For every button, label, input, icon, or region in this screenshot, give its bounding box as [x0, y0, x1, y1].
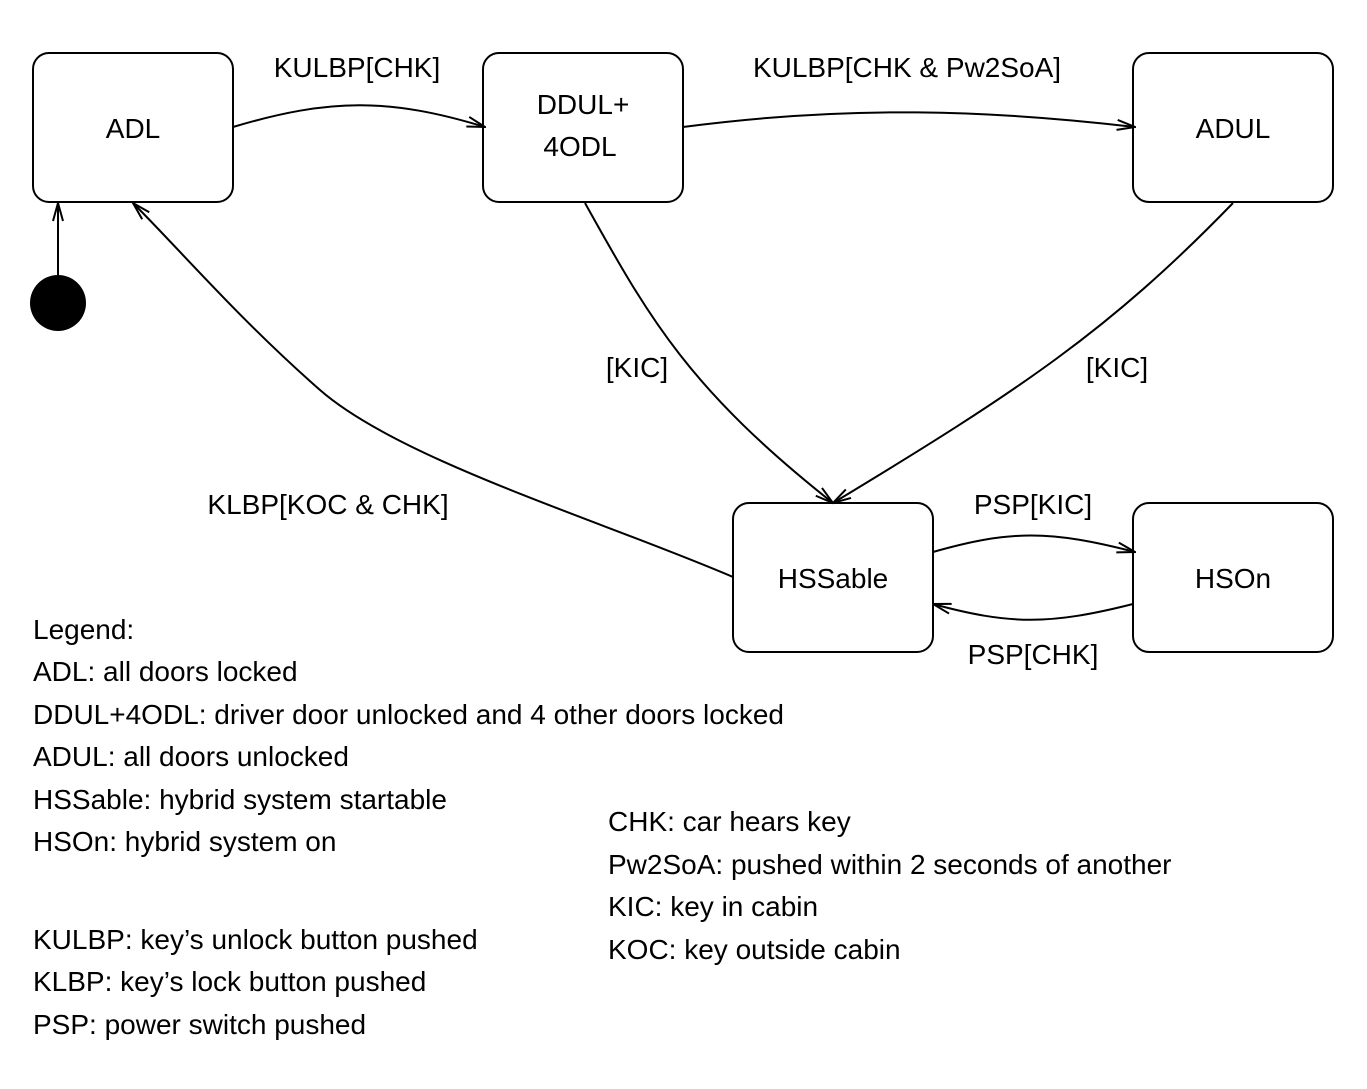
- label-ddul-to-hssable: [KIC]: [606, 352, 668, 383]
- transition-hson-to-hssable: [933, 604, 1134, 621]
- label-hson-to-hssable: PSP[CHK]: [968, 639, 1099, 670]
- transition-hssable-to-hson: [932, 534, 1135, 553]
- state-ddul-label-line1: DDUL+: [537, 89, 630, 120]
- transition-adl-to-ddul: [232, 104, 485, 127]
- legend-state-adl: ADL: all doors locked: [33, 656, 298, 687]
- transition-hssable-to-adl: [133, 203, 734, 578]
- legend-condition-pw2soa: Pw2SoA: pushed within 2 seconds of anoth…: [608, 849, 1172, 880]
- legend-condition-kic: KIC: key in cabin: [608, 891, 819, 922]
- state-adul: ADUL: [1132, 52, 1334, 203]
- state-hssable: HSSable: [732, 502, 934, 653]
- legend-event-kulbp: KULBP: key’s unlock button pushed: [33, 924, 478, 955]
- legend-condition-chk: CHK: car hears key: [608, 806, 851, 837]
- legend-state-adul: ADUL: all doors unlocked: [33, 741, 349, 772]
- legend-state-ddul: DDUL+4ODL: driver door unlocked and 4 ot…: [33, 699, 784, 730]
- label-hssable-to-hson: PSP[KIC]: [974, 489, 1092, 520]
- legend-state-hson: HSOn: hybrid system on: [33, 826, 337, 857]
- state-ddul-4odl: DDUL+ 4ODL: [482, 52, 684, 203]
- transition-ddul-to-hssable: [584, 202, 833, 503]
- state-hson-label: HSOn: [1195, 563, 1271, 594]
- state-hssable-label: HSSable: [778, 563, 889, 594]
- state-ddul-label-line2: 4ODL: [543, 131, 616, 162]
- state-adul-label: ADUL: [1196, 113, 1271, 144]
- state-hson: HSOn: [1132, 502, 1334, 653]
- legend-title: Legend:: [33, 614, 135, 645]
- legend-condition-koc: KOC: key outside cabin: [608, 934, 901, 965]
- initial-state-dot: [30, 275, 86, 331]
- state-adl-label: ADL: [106, 113, 160, 144]
- transition-ddul-to-adul: [682, 111, 1135, 127]
- legend-state-hssable: HSSable: hybrid system startable: [33, 784, 447, 815]
- label-adl-to-ddul: KULBP[CHK]: [274, 52, 441, 83]
- label-ddul-to-adul: KULBP[CHK & Pw2SoA]: [753, 52, 1061, 83]
- transition-adul-to-hssable: [833, 202, 1234, 503]
- label-adul-to-hssable: [KIC]: [1086, 352, 1148, 383]
- legend-event-klbp: KLBP: key’s lock button pushed: [33, 966, 427, 997]
- legend-event-psp: PSP: power switch pushed: [33, 1009, 367, 1040]
- state-adl: ADL: [32, 52, 234, 203]
- label-hssable-to-adl: KLBP[KOC & CHK]: [207, 489, 448, 520]
